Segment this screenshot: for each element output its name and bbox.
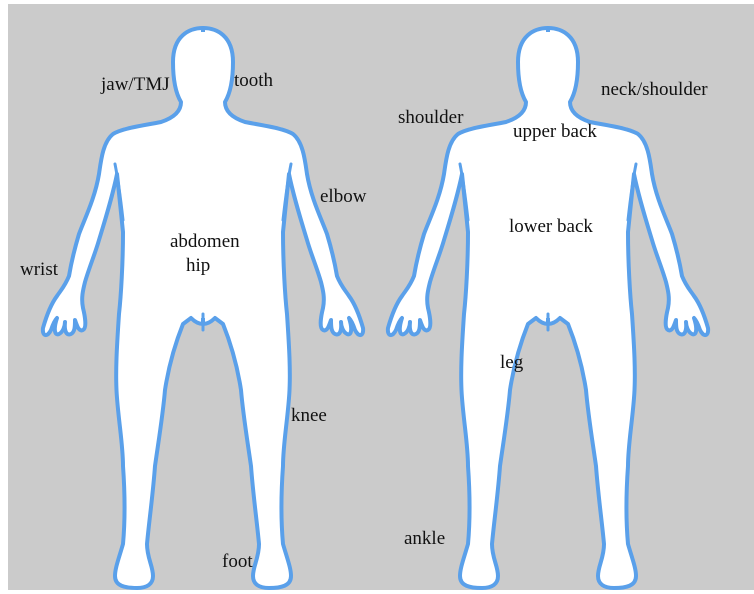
label-knee: knee bbox=[291, 405, 327, 426]
label-elbow: elbow bbox=[320, 186, 367, 207]
label-neck-shoulder: neck/shoulder bbox=[601, 79, 708, 100]
label-jaw-tmj: jaw/TMJ bbox=[100, 74, 170, 95]
label-hip: hip bbox=[186, 255, 210, 276]
diagram-canvas: jaw/TMJ tooth elbow wrist abdomen hip kn… bbox=[8, 4, 754, 590]
label-lower-back: lower back bbox=[509, 216, 593, 237]
label-foot: foot bbox=[222, 551, 253, 572]
label-upper-back: upper back bbox=[513, 121, 597, 142]
label-ankle: ankle bbox=[404, 528, 445, 549]
label-wrist: wrist bbox=[20, 259, 59, 280]
label-shoulder: shoulder bbox=[398, 107, 464, 128]
body-map-svg: jaw/TMJ tooth elbow wrist abdomen hip kn… bbox=[8, 4, 754, 590]
label-leg: leg bbox=[500, 352, 524, 373]
label-tooth: tooth bbox=[234, 70, 274, 91]
front-body-figure bbox=[43, 28, 363, 588]
label-abdomen: abdomen bbox=[170, 231, 240, 252]
